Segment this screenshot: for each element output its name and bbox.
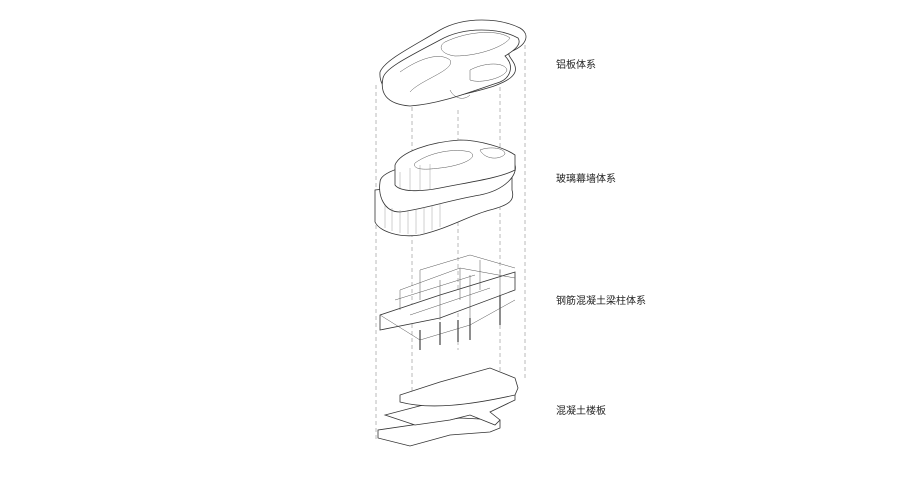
aluminum-panel-layer: [379, 19, 527, 107]
layer-label-glass-curtain-wall: 玻璃幕墙体系: [556, 174, 616, 185]
rc-beam-column-layer: [379, 254, 516, 350]
concrete-slab-layer: [377, 367, 519, 447]
layer-label-aluminum-panel: 铝板体系: [556, 60, 596, 71]
glass-curtain-wall-layer: [374, 139, 516, 237]
layer-label-rc-beam-column: 钢筋混凝土梁柱体系: [556, 296, 646, 307]
layer-label-concrete-slab: 混凝土楼板: [556, 406, 606, 417]
